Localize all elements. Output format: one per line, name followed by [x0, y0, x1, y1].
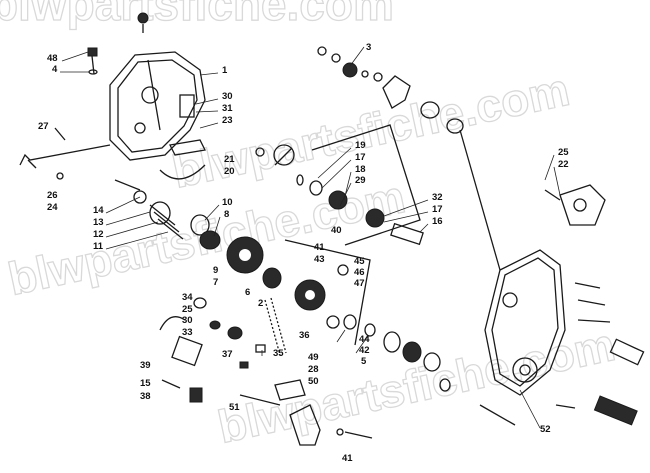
housing-bolts [479, 282, 611, 426]
callout-c32: 32 [432, 192, 443, 203]
callout-c47: 47 [354, 278, 365, 289]
lower-bracket-28 [274, 379, 373, 446]
callout-c15: 15 [140, 378, 151, 389]
callout-c39: 39 [140, 360, 151, 371]
callout-c45: 45 [354, 256, 365, 267]
top-nut [137, 12, 149, 33]
callout-c51: 51 [229, 402, 240, 413]
callout-c35: 35 [273, 348, 284, 359]
callout-c46: 46 [354, 267, 365, 278]
callout-c26: 26 [47, 190, 58, 201]
shift-lever-27 [19, 127, 111, 180]
callout-c5: 5 [361, 356, 367, 367]
callout-c4a: 4 [52, 64, 58, 75]
bracket-22 [544, 184, 606, 226]
callout-c14: 14 [93, 205, 104, 216]
upper-bearing-housing [317, 46, 464, 134]
axle-stub-lower [593, 395, 638, 426]
bracket-30 [159, 94, 206, 180]
callout-c41a: 41 [314, 242, 325, 253]
watermark-text-top: blwpartsfiche.com [0, 0, 394, 30]
callout-c6: 6 [245, 287, 250, 298]
callout-c3: 3 [366, 42, 371, 53]
callout-c20: 20 [224, 166, 235, 177]
chain-2 [264, 297, 287, 356]
callout-c2: 2 [258, 298, 263, 309]
callout-c11: 11 [93, 241, 104, 252]
large-sprocket-43 [284, 239, 376, 346]
left-shaft-stack [114, 179, 221, 250]
callout-c41b: 41 [342, 453, 353, 464]
callout-c21: 21 [224, 154, 235, 165]
callout-c34: 34 [182, 292, 193, 303]
sprocket-9 [226, 236, 264, 274]
callout-c17b: 17 [432, 204, 443, 215]
callout-c25b: 25 [182, 304, 193, 315]
callout-c25a: 25 [558, 147, 569, 158]
callout-c13: 13 [93, 217, 104, 228]
callout-c36: 36 [299, 330, 310, 341]
callout-c22: 22 [558, 159, 569, 170]
lower-left-parts [159, 297, 266, 369]
callout-c24: 24 [47, 202, 58, 213]
callout-c37: 37 [222, 349, 233, 360]
callout-c27: 27 [38, 121, 49, 132]
callout-c16: 16 [432, 216, 443, 227]
axle-stub-upper [609, 338, 645, 366]
upper-shaft-components [296, 124, 424, 246]
callout-c50: 50 [308, 376, 319, 387]
callout-c44: 44 [359, 334, 370, 345]
callout-c33: 33 [182, 327, 193, 338]
callout-c30a: 30 [222, 91, 233, 102]
callout-c48: 48 [47, 53, 58, 64]
callout-c42: 42 [359, 345, 370, 356]
callout-c30b: 30 [182, 315, 193, 326]
callout-c28: 28 [308, 364, 319, 375]
callout-c38: 38 [140, 391, 151, 402]
callout-c43: 43 [314, 254, 325, 265]
callout-c10: 10 [222, 197, 233, 208]
watermark-text-lower: blwpartsfiche.com [213, 318, 619, 453]
callout-c29: 29 [355, 175, 366, 186]
callout-c52: 52 [540, 424, 551, 435]
callout-c18: 18 [355, 164, 366, 175]
callout-c8: 8 [224, 209, 229, 220]
callout-c31: 31 [222, 103, 233, 114]
callout-c12: 12 [93, 229, 104, 240]
callout-c19: 19 [355, 140, 366, 151]
shift-fork-38 [161, 379, 281, 406]
callout-c40: 40 [331, 225, 342, 236]
callout-c49: 49 [308, 352, 319, 363]
callout-c17a: 17 [355, 152, 366, 163]
bearing-6 [262, 267, 282, 289]
callout-c7: 7 [213, 277, 218, 288]
lower-bearings [383, 331, 451, 392]
callout-c1a: 1 [222, 65, 228, 76]
chaincase-cover [109, 51, 206, 161]
callout-c9: 9 [213, 265, 218, 276]
callout-c23: 23 [222, 115, 233, 126]
tensioner-gear [255, 144, 295, 166]
leader-lines [60, 46, 561, 429]
chaincase-housing [459, 129, 566, 396]
bolt-48 [87, 47, 98, 75]
